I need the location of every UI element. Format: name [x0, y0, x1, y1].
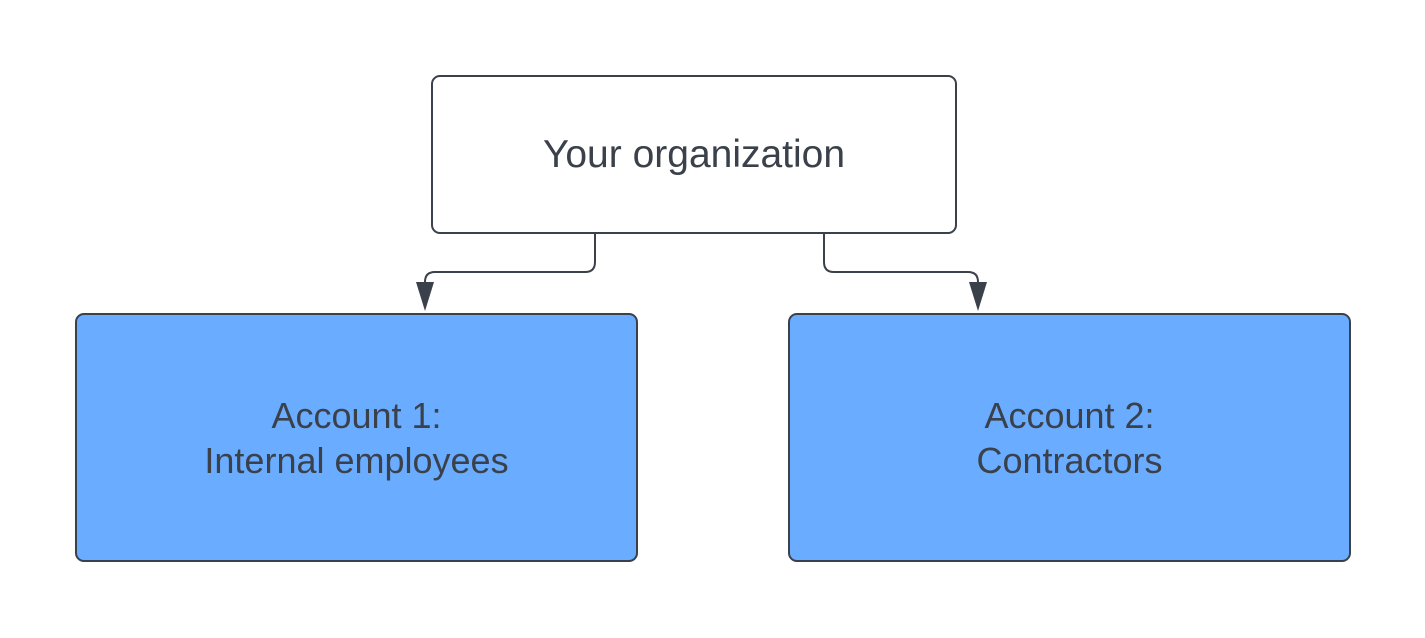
- node-label-line-2: Internal employees: [204, 439, 509, 481]
- node-label-line-1: Account 2:: [984, 394, 1155, 436]
- node-your-organization[interactable]: Your organization: [431, 75, 957, 234]
- connector-root-to-account-2: [823, 234, 979, 288]
- node-label-line-2: Contractors: [976, 439, 1163, 481]
- connector-root-to-account-1: [424, 234, 596, 288]
- node-label-line-1: Account 1:: [271, 394, 442, 436]
- node-label: Your organization: [542, 133, 846, 176]
- node-account-2[interactable]: Account 2: Contractors: [788, 313, 1351, 562]
- arrowhead-icon: [969, 282, 987, 311]
- node-account-1[interactable]: Account 1: Internal employees: [75, 313, 638, 562]
- arrowhead-icon: [416, 282, 434, 311]
